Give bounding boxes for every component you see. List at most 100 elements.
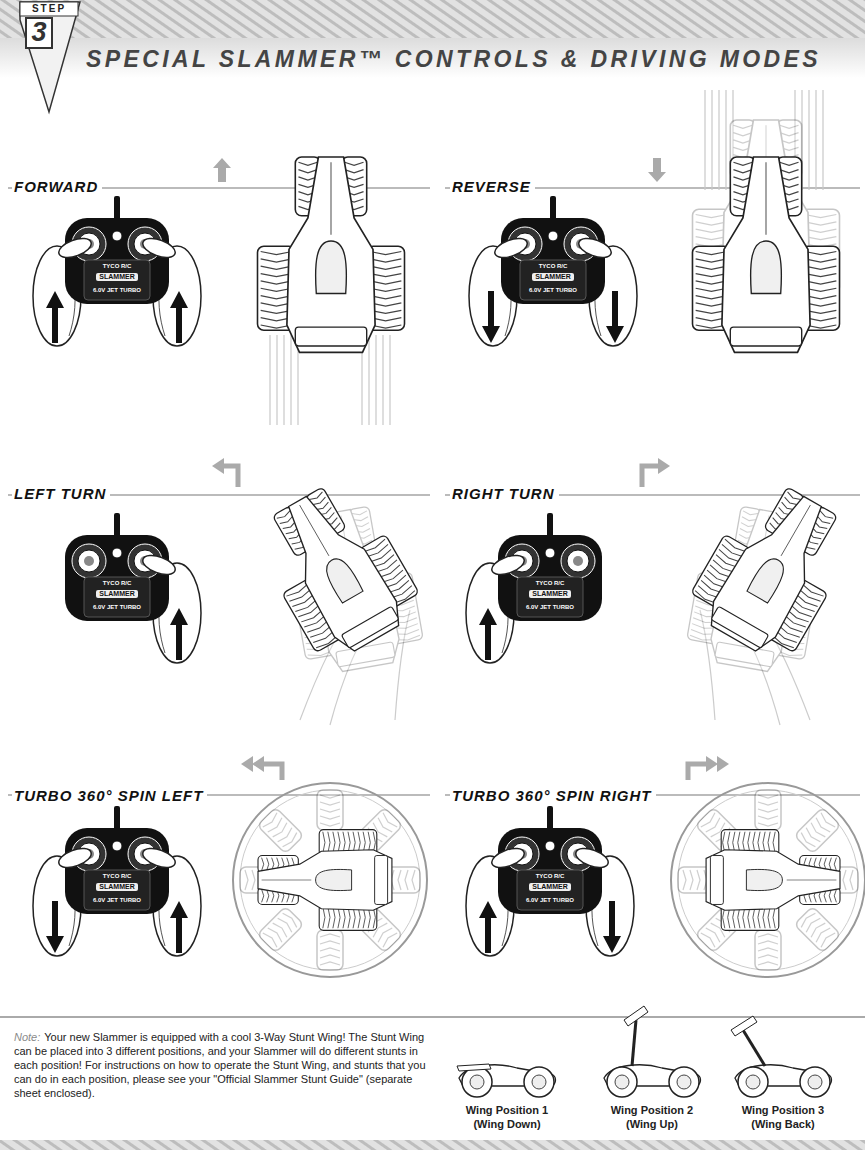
remote-label: TYCO R/C [103,580,132,587]
remote-control [65,535,169,621]
remote-control [84,260,150,300]
tire [267,858,269,871]
car-top-view [730,327,801,346]
tire [697,870,700,890]
remote-control [72,544,106,578]
spin-circle [233,783,427,977]
tire [799,833,815,849]
note-separator [0,1016,865,1018]
tire [780,162,799,165]
direction-arrow [224,466,238,487]
car-top-view [321,554,364,603]
tire [773,907,775,929]
tire [345,162,364,165]
tire [758,802,778,805]
car-side-view [524,1067,554,1097]
tire [733,162,752,165]
mode-heading: TURBO 360° SPIN LEFT [12,787,207,804]
car-top-view [287,157,375,352]
stick-arrow [479,901,497,953]
motion-trail [283,335,284,425]
header-band [0,0,865,38]
tire [696,266,728,269]
car-top-view [246,472,428,668]
direction-arrow [717,756,729,772]
tire [320,955,340,958]
remote-control [112,841,122,851]
thumb [140,845,177,872]
tire [758,823,778,826]
remote-label: TYCO R/C [536,580,565,587]
car-side-view [669,1067,699,1097]
tire [758,934,778,937]
remote-control [78,550,100,572]
tire [262,858,264,871]
car-side-view [677,1075,691,1089]
mode-heading: RIGHT TURN [450,485,559,502]
car-top-view [722,157,810,352]
tire [412,870,415,890]
car-top-view [341,606,399,648]
tire [780,170,799,173]
motion-trail [375,335,376,425]
car-side-view [462,1067,492,1097]
tire [786,492,801,502]
tire [768,832,770,854]
ghost-tire [257,807,304,854]
tire [317,790,343,830]
car-side-view [615,1075,629,1089]
thumb [56,845,93,872]
tire [370,252,402,255]
tire [352,511,368,516]
tire [328,907,330,929]
tire [799,911,815,927]
stick-arrow [482,291,500,343]
tire [690,870,693,890]
tire [370,266,402,269]
tire [317,930,343,970]
stick-arrow [170,291,188,343]
direction-arrow [658,458,670,474]
wing-label: Wing Position 1 [466,1104,548,1117]
car-top-view [703,484,844,657]
tire [733,125,752,128]
thumb [489,845,526,872]
tire [283,911,299,927]
ghost-tire [794,807,841,854]
car-top-view [375,856,388,905]
tire [320,962,340,965]
remote-control [498,828,602,914]
tire [405,870,408,890]
car-side-view [624,1006,648,1026]
remote-control [65,513,201,663]
motion-trail [711,90,712,190]
motion-trail [269,335,270,425]
tire [261,259,293,262]
spin-circle [240,790,420,970]
motion-trail [382,335,383,425]
motion-trail [389,335,390,425]
tire [758,816,778,819]
car-top-view [316,869,352,890]
tire [758,962,778,965]
tire [733,133,752,136]
step-badge [20,2,80,112]
car-top-view [267,484,408,657]
tire [245,870,248,890]
car-top-view [711,606,769,648]
remote-control [65,828,169,914]
step-label: STEP [32,3,66,15]
stick-arrow [479,608,497,660]
car-top-view [715,642,775,667]
tire [320,816,340,819]
thumb [489,552,526,579]
tire [261,252,293,255]
note-separator [0,1140,865,1150]
car-side-view [738,1067,768,1097]
tire [283,833,299,849]
car-top-view [765,162,766,234]
car-side-view [457,1064,491,1071]
car-side-view [800,1067,830,1097]
direction-arrow [241,756,253,772]
step-badge [26,18,52,48]
